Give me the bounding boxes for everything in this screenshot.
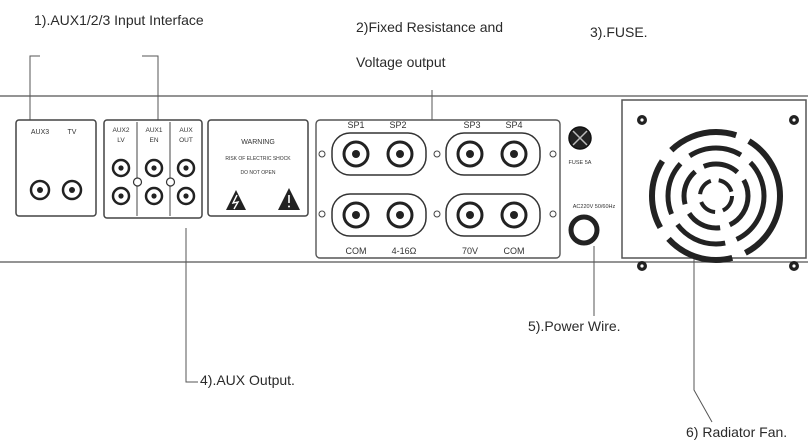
- com-right-terminal[interactable]: [500, 201, 528, 229]
- sp4-label: SP4: [505, 120, 522, 130]
- callout-fixed-resistance-line-1: 2)Fixed Resistance and: [356, 19, 504, 35]
- warning-line-2: DO NOT OPEN: [241, 170, 276, 176]
- aux2-label: AUX2: [113, 127, 130, 134]
- com-left-terminal[interactable]: [342, 201, 370, 229]
- leader-aux-input: [29, 55, 159, 122]
- callout-fuse: 3).FUSE.: [590, 24, 648, 40]
- power-rating-label: AC220V 50/60Hz: [573, 204, 616, 210]
- ohm-label: 4-16Ω: [392, 246, 417, 256]
- sp2-label: SP2: [389, 120, 406, 130]
- warning-label-plate: WARNING RISK OF ELECTRIC SHOCK DO NOT OP…: [207, 119, 309, 217]
- tv-label: TV: [68, 129, 77, 136]
- aux2-rca-jack-bottom[interactable]: [111, 186, 131, 206]
- aux1-label: AUX1: [146, 127, 163, 134]
- callout-aux-input: 1).AUX1/2/3 Input Interface: [34, 12, 204, 28]
- aux3-rca-jack[interactable]: [29, 179, 51, 201]
- callout-power-wire: 5).Power Wire.: [528, 318, 621, 334]
- v70-terminal[interactable]: [456, 201, 484, 229]
- sp4-terminal[interactable]: [500, 140, 528, 168]
- lightning-warning-icon: [226, 190, 246, 210]
- aux3-tv-module: AUX3 TV: [15, 119, 97, 217]
- callout-fixed-resistance-line-2: Voltage output: [356, 54, 446, 70]
- fan-grille-icon: [649, 129, 783, 263]
- screw-icon: [789, 261, 799, 271]
- leader-aux-output: [185, 228, 198, 383]
- sp1-label: SP1: [347, 120, 364, 130]
- aux3-label: AUX3: [31, 129, 49, 136]
- fuse-holder[interactable]: [568, 126, 592, 150]
- leader-radiator-fan: [693, 250, 713, 423]
- aux2-rca-jack-top[interactable]: [111, 158, 131, 178]
- radiator-fan-module: [621, 99, 807, 271]
- warning-title: WARNING: [241, 139, 275, 146]
- aux1-rca-jack-top[interactable]: [144, 158, 164, 178]
- power-cord-grommet[interactable]: [568, 214, 600, 246]
- aux1-sub-label: EN: [149, 137, 158, 144]
- callout-radiator-fan: 6) Radiator Fan.: [686, 424, 788, 440]
- caution-warning-icon: [278, 188, 300, 210]
- com-right-label: COM: [504, 246, 525, 256]
- aux-out-rca-jack-top[interactable]: [176, 158, 196, 178]
- sp1-terminal[interactable]: [342, 140, 370, 168]
- aux-out-rca-jack-bottom[interactable]: [176, 186, 196, 206]
- aux1-rca-jack-bottom[interactable]: [144, 186, 164, 206]
- fuse-rating-label: FUSE 5A: [569, 160, 592, 166]
- screw-icon: [637, 261, 647, 271]
- com-left-label: COM: [346, 246, 367, 256]
- aux-out-label: AUX: [179, 127, 193, 134]
- ohm-terminal[interactable]: [386, 201, 414, 229]
- sp2-terminal[interactable]: [386, 140, 414, 168]
- tv-rca-jack[interactable]: [61, 179, 83, 201]
- screw-icon: [789, 115, 799, 125]
- aux-io-module: AUX2 LV AUX1 EN AUX OUT: [103, 119, 203, 219]
- screw-icon: [637, 115, 647, 125]
- speaker-output-module: SP1 SP2 SP3 SP4 COM 4-16Ω 70V COM: [315, 119, 561, 259]
- aux-out-sub-label: OUT: [179, 137, 193, 144]
- v70-label: 70V: [462, 246, 478, 256]
- callout-aux-output: 4).AUX Output.: [200, 372, 295, 388]
- aux2-sub-label: LV: [117, 137, 125, 144]
- sp3-label: SP3: [463, 120, 480, 130]
- sp3-terminal[interactable]: [456, 140, 484, 168]
- warning-line-1: RISK OF ELECTRIC SHOCK: [225, 156, 291, 162]
